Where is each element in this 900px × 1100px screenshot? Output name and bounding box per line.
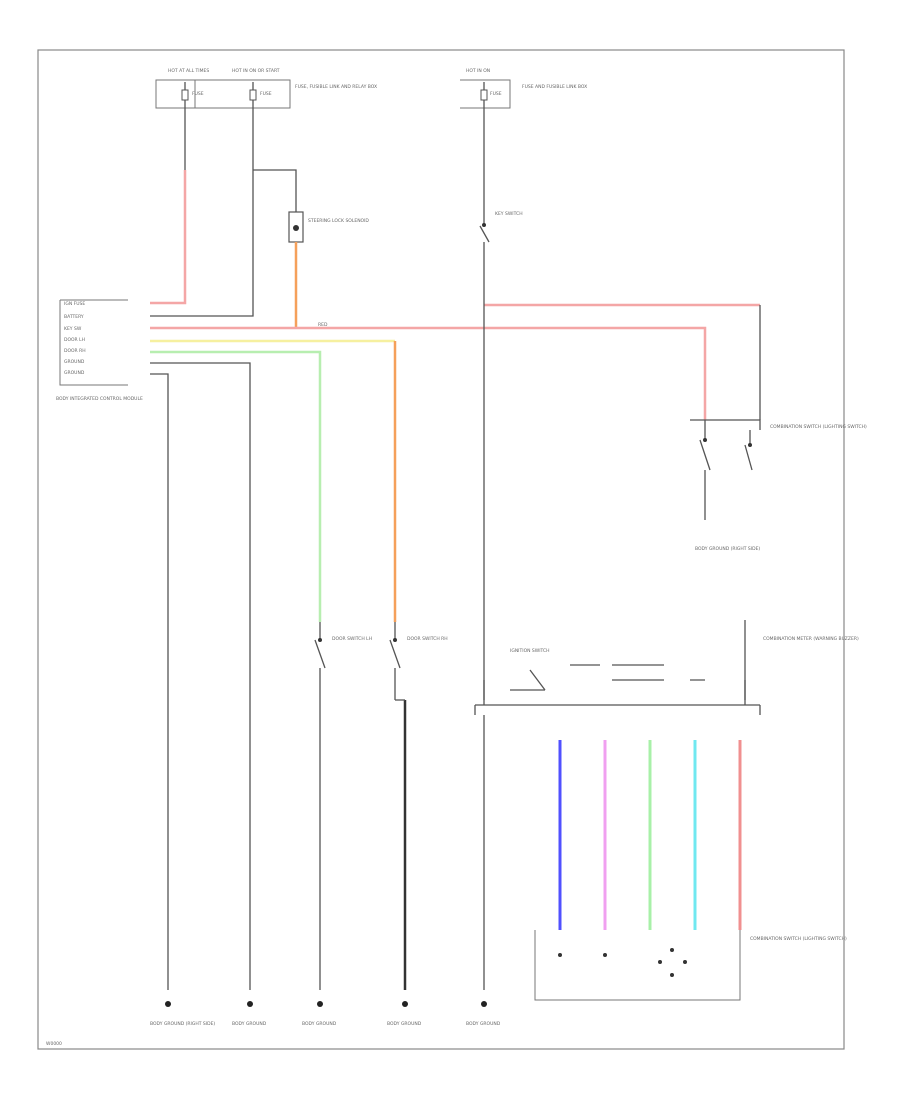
wire-ground-1 (150, 373, 169, 990)
door-switch-lh: DOOR SWITCH LH (314, 622, 372, 700)
wire-gray-ign (150, 170, 254, 317)
module-pin-3: KEY SW (64, 326, 82, 332)
fuse-block-2: HOT IN ON OR START FUSE FUSE, FUSIBLE LI… (195, 68, 377, 109)
ground-1: BODY GROUND (RIGHT SIDE) (150, 1001, 215, 1027)
key-switch: KEY SWITCH (479, 208, 523, 300)
module-pin-7: GROUND (64, 370, 85, 376)
key-switch-label: KEY SWITCH (495, 211, 523, 217)
steering-lock-label: STEERING LOCK SOLENOID (308, 218, 369, 224)
lighting-switch-cluster: COMBINATION SWITCH (LIGHTING SWITCH) (534, 930, 847, 1001)
fuse-block-1: HOT AT ALL TIMES FUSE (155, 68, 209, 109)
lighting-switch-label: COMBINATION SWITCH (LIGHTING SWITCH) (750, 936, 847, 942)
control-module: IGN FUSE BATTERY KEY SW DOOR LH DOOR RH … (56, 299, 143, 402)
wire-label-red: RED (318, 322, 328, 328)
module-pin-5: DOOR RH (64, 348, 86, 354)
wire-ground-2 (150, 362, 251, 990)
figure-code: W0000 (46, 1041, 62, 1047)
ground-5: BODY GROUND (466, 1001, 501, 1027)
combination-ground-label: BODY GROUND (RIGHT SIDE) (695, 546, 760, 552)
wire-red-battery (150, 170, 187, 305)
fuse-block-3-label: FUSE AND FUSIBLE LINK BOX (522, 84, 587, 90)
door-switch-lh-label: DOOR SWITCH LH (332, 636, 372, 642)
combination-switch: COMBINATION SWITCH (LIGHTING SWITCH) BOD… (690, 419, 867, 552)
combination-switch-label: COMBINATION SWITCH (LIGHTING SWITCH) (770, 424, 867, 430)
ground-3-label: BODY GROUND (302, 1021, 337, 1027)
steering-lock-solenoid: STEERING LOCK SOLENOID (288, 211, 369, 243)
fuse-block-1-top-text: HOT AT ALL TIMES (168, 68, 209, 74)
diagram-frame (37, 49, 845, 1050)
fuse-block-1-name: FUSE (192, 91, 204, 97)
ground-1-label: BODY GROUND (RIGHT SIDE) (150, 1021, 215, 1027)
module-pin-4: DOOR LH (64, 337, 85, 343)
ground-4: BODY GROUND (387, 1001, 422, 1027)
fuse-block-2-top-text: HOT IN ON OR START (232, 68, 280, 74)
wire-red-combination (150, 326, 707, 420)
ground-2: BODY GROUND (232, 1001, 267, 1027)
wire-green-door-lh (150, 350, 322, 622)
module-pin-2: BATTERY (64, 314, 84, 320)
wire-gray-lock (253, 169, 297, 212)
module-pin-1: IGN FUSE (64, 301, 85, 307)
fuse-block-3: HOT IN ON FUSE FUSE AND FUSIBLE LINK BOX (460, 68, 587, 109)
module-pin-6: GROUND (64, 359, 85, 365)
ignition-switch-label: IGNITION SWITCH (510, 648, 550, 654)
fuse-block-2-label: FUSE, FUSIBLE LINK AND RELAY BOX (295, 84, 377, 90)
combination-meter: IGNITION SWITCH COMBINATION METER (WARNI… (474, 636, 859, 715)
fuse-block-3-name: FUSE (490, 91, 502, 97)
fuse-block-2-name: FUSE (260, 91, 272, 97)
ground-4-label: BODY GROUND (387, 1021, 422, 1027)
ground-3: BODY GROUND (302, 1001, 337, 1027)
ground-5-label: BODY GROUND (466, 1021, 501, 1027)
module-label: BODY INTEGRATED CONTROL MODULE (56, 396, 143, 402)
ground-2-label: BODY GROUND (232, 1021, 267, 1027)
door-switch-rh: DOOR SWITCH RH (389, 622, 448, 700)
combination-meter-label: COMBINATION METER (WARNING BUZZER) (763, 636, 859, 642)
door-switch-rh-label: DOOR SWITCH RH (407, 636, 448, 642)
fuse-block-3-top-text: HOT IN ON (466, 68, 490, 74)
